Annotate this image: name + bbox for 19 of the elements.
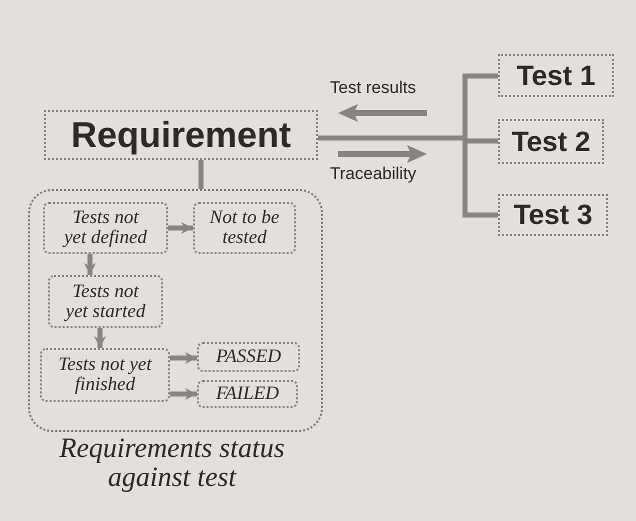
arrow-caption: Test results	[330, 78, 416, 98]
arrow	[170, 388, 197, 400]
panel-caption: Requirements status against test	[58, 434, 286, 493]
process-box: Test 3	[498, 194, 608, 236]
arrow-caption: Traceability	[330, 164, 416, 184]
status-box: Not to be tested	[193, 202, 296, 254]
process-box: Test 2	[498, 119, 604, 164]
process-box: Requirement	[44, 110, 318, 160]
process-box: Test 1	[498, 54, 614, 97]
connector-line	[198, 160, 204, 189]
arrow	[168, 222, 193, 234]
arrow	[94, 328, 106, 348]
status-box: Tests not yet started	[48, 275, 163, 328]
status-box: FAILED	[197, 380, 298, 408]
status-box: PASSED	[197, 342, 300, 372]
status-box: Tests not yet defined	[43, 202, 168, 254]
arrow	[170, 352, 197, 364]
status-box: Tests not yet finished	[40, 348, 170, 402]
arrow	[84, 254, 96, 275]
